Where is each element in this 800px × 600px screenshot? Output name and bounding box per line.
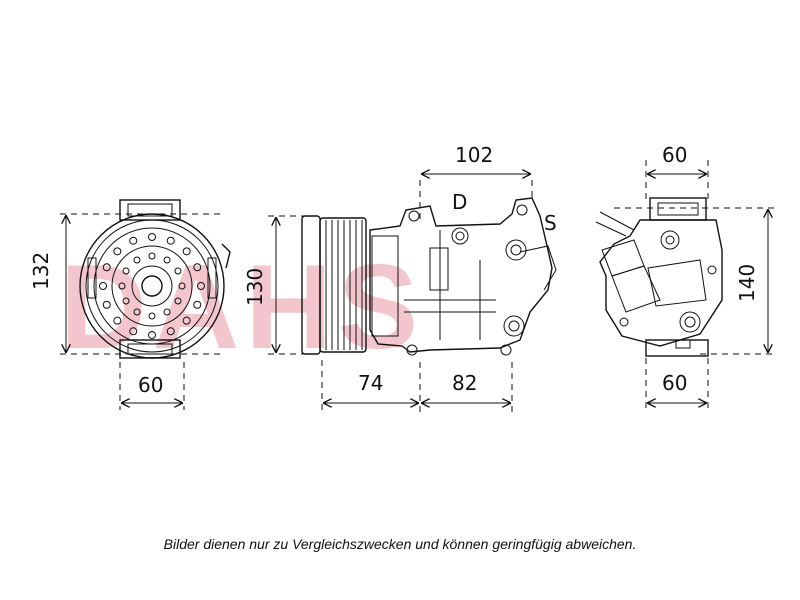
side-length-a-label: 74 — [358, 371, 383, 395]
side-height-label: 130 — [243, 268, 267, 306]
side-top-width-label: 102 — [455, 143, 493, 167]
front-height-label: 132 — [29, 252, 53, 290]
discharge-port-label: D — [452, 190, 467, 214]
rear-height-label: 140 — [735, 264, 759, 302]
side-view: D S 130 74 82 102 — [243, 143, 557, 412]
rear-bottom-width-label: 60 — [662, 371, 687, 395]
front-view: 132 60 — [29, 199, 231, 410]
suction-port-label: S — [544, 211, 557, 235]
rear-view: 60 140 60 — [595, 143, 776, 412]
side-length-b-label: 82 — [452, 371, 477, 395]
disclaimer-caption: Bilder dienen nur zu Vergleichszwecken u… — [163, 536, 637, 552]
rear-top-width-label: 60 — [662, 143, 687, 167]
front-width-label: 60 — [138, 373, 163, 397]
